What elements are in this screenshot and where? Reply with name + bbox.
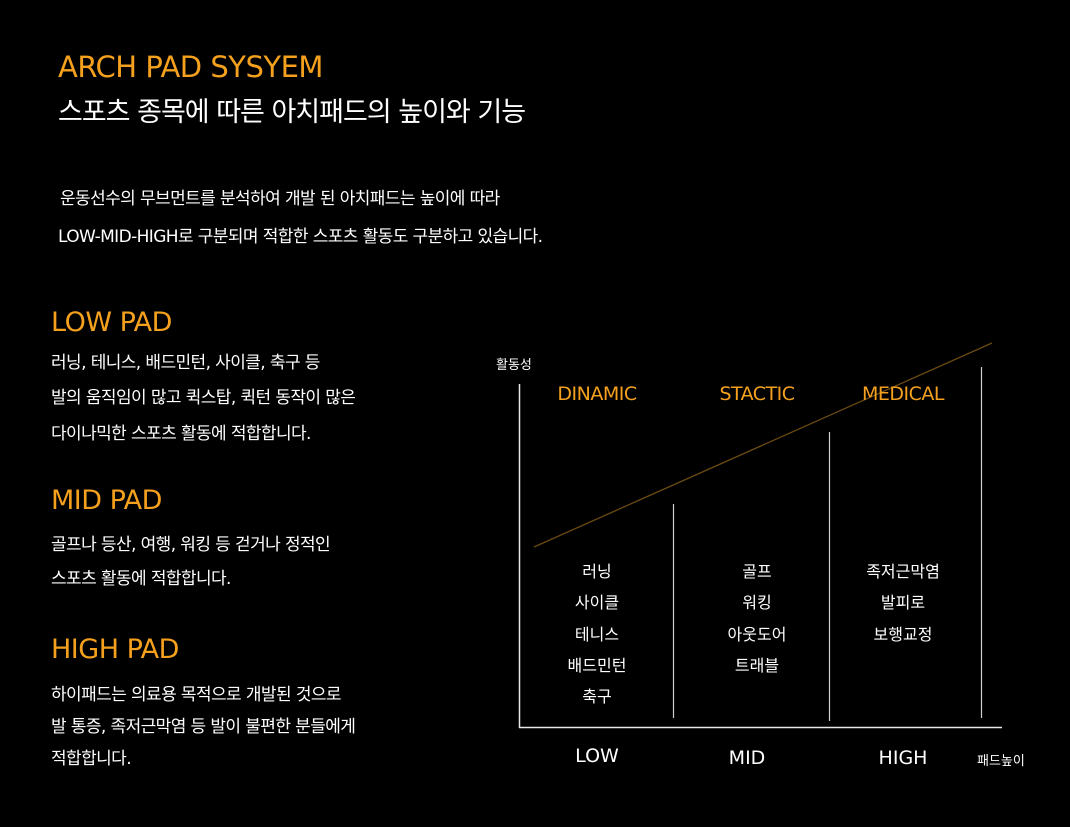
category-medical: MEDICAL xyxy=(862,383,944,405)
level-high: HIGH xyxy=(878,747,928,769)
section-line: 다이나믹한 스포츠 활동에 적합합니다. xyxy=(51,424,311,444)
category-stactic: STACTIC xyxy=(719,383,795,405)
category-dinamic: DINAMIC xyxy=(557,383,637,405)
list-item: 트래블 xyxy=(734,656,780,675)
list-item: 러닝 xyxy=(582,562,612,581)
level-mid: MID xyxy=(728,747,766,769)
section-line: 골프나 등산, 여행, 워킹 등 걷거나 정적인 xyxy=(51,535,331,555)
list-item: 족저근막염 xyxy=(866,562,940,581)
list-item: 축구 xyxy=(582,687,612,706)
title-en: ARCH PAD SYSYEM xyxy=(58,50,323,84)
list-item: 워킹 xyxy=(742,593,772,612)
trend-line xyxy=(533,342,993,548)
list-item: 아웃도어 xyxy=(727,625,787,644)
list-item: 사이클 xyxy=(574,593,620,612)
title-ko: 스포츠 종목에 따른 아치패드의 높이와 기능 xyxy=(58,97,526,128)
section-line: 러닝, 테니스, 배드민턴, 사이클, 축구 등 xyxy=(51,353,320,373)
section-title-low: LOW PAD xyxy=(51,307,172,338)
section-line: 스포츠 활동에 적합합니다. xyxy=(51,569,231,589)
section-line: 발의 움직임이 많고 퀵스탑, 퀵턴 동작이 많은 xyxy=(51,388,356,408)
list-item: 배드민턴 xyxy=(567,656,627,675)
level-low: LOW xyxy=(575,745,619,767)
section-title-mid: MID PAD xyxy=(51,485,162,516)
y-axis-label: 활동성 xyxy=(496,358,532,373)
intro-line: LOW-MID-HIGH로 구분되며 적합한 스포츠 활동도 구분하고 있습니다… xyxy=(58,227,543,247)
list-item: 보행교정 xyxy=(873,625,933,644)
section-line: 발 통증, 족저근막염 등 발이 불편한 분들에게 xyxy=(51,717,356,737)
section-title-high: HIGH PAD xyxy=(51,634,179,665)
intro-line: 운동선수의 무브먼트를 분석하여 개발 된 아치패드는 높이에 따라 xyxy=(60,189,500,209)
x-axis-label: 패드높이 xyxy=(977,754,1025,769)
section-line: 적합합니다. xyxy=(51,749,132,769)
list-item: 발피로 xyxy=(880,593,926,612)
list-item: 테니스 xyxy=(574,625,620,644)
section-line: 하이패드는 의료용 목적으로 개발된 것으로 xyxy=(51,685,342,705)
list-item: 골프 xyxy=(742,562,772,581)
